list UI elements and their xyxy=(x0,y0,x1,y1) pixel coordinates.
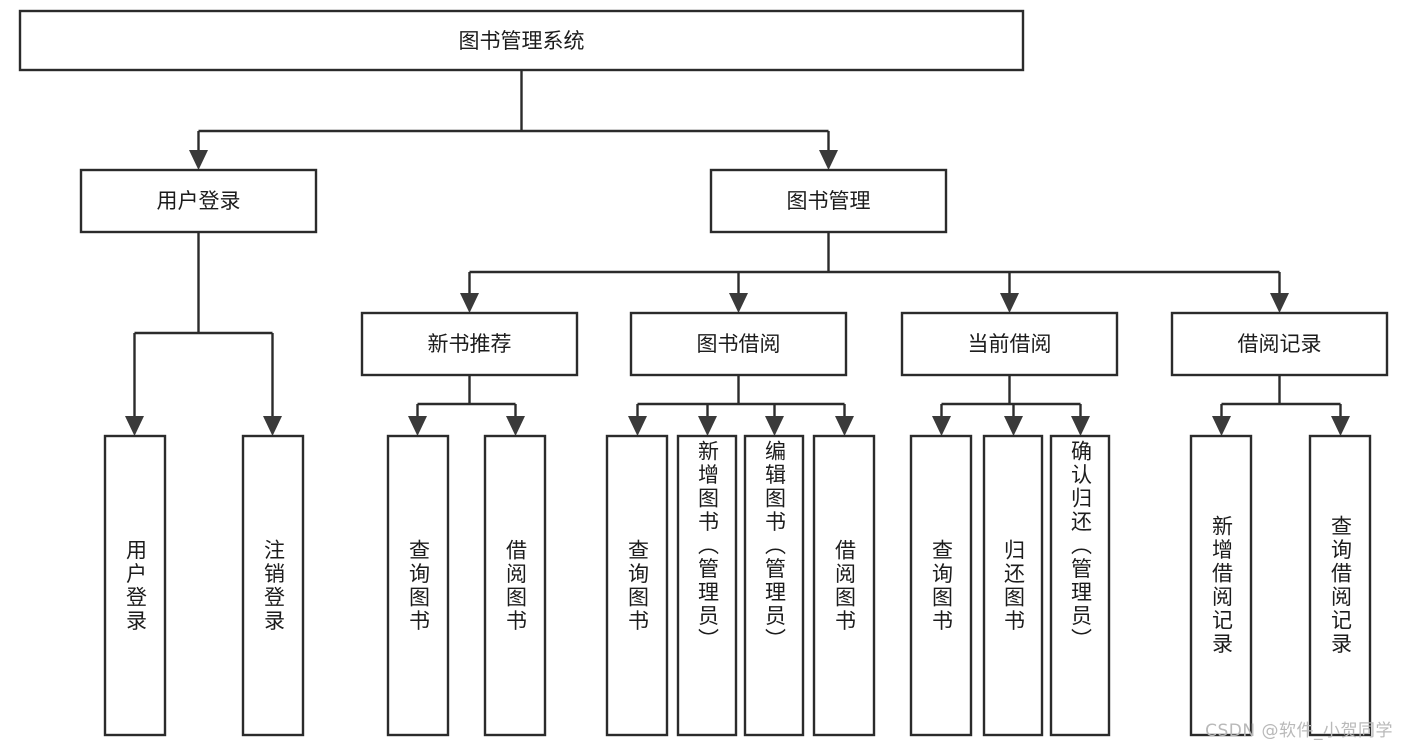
node-box-current-borrow[interactable] xyxy=(900,311,1119,377)
arrow-to-borrow-record xyxy=(1270,293,1289,313)
arrow-to-leaf-edit-book-admin xyxy=(765,416,784,436)
arrow-to-leaf-query-book-3 xyxy=(932,416,951,436)
node-label-new-book-recommend: 新书推荐 xyxy=(428,332,512,356)
node-label-user-login: 用户登录 xyxy=(157,189,241,213)
node-box-leaf-query-borrow-record[interactable] xyxy=(1308,434,1372,737)
arrow-to-current-borrow xyxy=(1000,293,1019,313)
arrow-to-leaf-confirm-return-admin xyxy=(1071,416,1090,436)
node-box-leaf-add-borrow-record[interactable] xyxy=(1189,434,1253,737)
node-label-current-borrow: 当前借阅 xyxy=(968,332,1052,356)
watermark-text: CSDN @软件_小贺同学 xyxy=(1205,721,1393,741)
node-box-book-manage[interactable] xyxy=(709,168,948,234)
arrow-to-book-manage xyxy=(819,150,838,170)
node-box-book-borrow[interactable] xyxy=(629,311,848,377)
node-box-leaf-logout-login[interactable] xyxy=(241,434,305,737)
arrow-to-leaf-borrow-book-1 xyxy=(506,416,525,436)
node-box-leaf-query-book-3[interactable] xyxy=(909,434,973,737)
arrow-to-leaf-borrow-book-2 xyxy=(835,416,854,436)
arrow-to-leaf-add-borrow-record xyxy=(1212,416,1231,436)
boxes-layer: 图书管理系统 用户登录 图书管理 新书推荐 图书借阅 当前借阅 借阅记录 xyxy=(18,9,1389,737)
arrow-to-leaf-add-book-admin xyxy=(698,416,717,436)
node-box-leaf-add-book-admin[interactable] xyxy=(676,434,738,737)
connectors-layer xyxy=(125,70,1350,436)
node-box-leaf-borrow-book-1[interactable] xyxy=(483,434,547,737)
arrow-to-user-login xyxy=(189,150,208,170)
arrow-to-book-borrow xyxy=(729,293,748,313)
node-box-leaf-confirm-return-admin[interactable] xyxy=(1049,434,1111,737)
arrow-to-leaf-query-borrow-record xyxy=(1331,416,1350,436)
node-box-new-book-recommend[interactable] xyxy=(360,311,579,377)
arrow-to-leaf-query-book-2 xyxy=(628,416,647,436)
node-box-user-login[interactable] xyxy=(79,168,318,234)
node-label-borrow-record: 借阅记录 xyxy=(1238,332,1322,356)
arrow-to-new-book-recommend xyxy=(460,293,479,313)
node-label-book-manage: 图书管理 xyxy=(787,189,871,213)
node-box-leaf-user-login[interactable] xyxy=(103,434,167,737)
node-box-leaf-borrow-book-2[interactable] xyxy=(812,434,876,737)
node-box-title[interactable] xyxy=(18,9,1025,72)
node-box-leaf-return-book[interactable] xyxy=(982,434,1044,737)
node-label-title: 图书管理系统 xyxy=(459,29,585,53)
arrow-to-leaf-user-login xyxy=(125,416,144,436)
node-label-book-borrow: 图书借阅 xyxy=(697,332,781,356)
node-box-leaf-query-book-2[interactable] xyxy=(605,434,669,737)
arrow-to-leaf-logout-login xyxy=(263,416,282,436)
node-box-leaf-query-book-1[interactable] xyxy=(386,434,450,737)
node-box-leaf-edit-book-admin[interactable] xyxy=(743,434,805,737)
node-box-borrow-record[interactable] xyxy=(1170,311,1389,377)
arrow-to-leaf-return-book xyxy=(1004,416,1023,436)
arrow-to-leaf-query-book-1 xyxy=(408,416,427,436)
